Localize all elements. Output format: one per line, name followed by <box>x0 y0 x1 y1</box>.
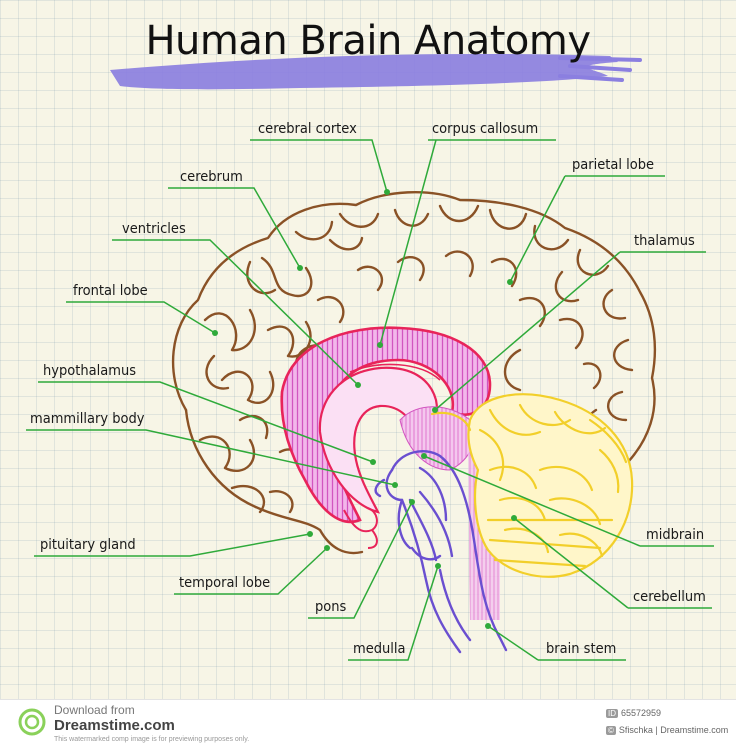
brain-stem-shape <box>374 450 508 654</box>
label-pons: pons <box>315 599 347 615</box>
label-hypothalamus: hypothalamus <box>43 363 137 379</box>
author-credit: ©Sfischka | Dreamstime.com <box>606 725 729 736</box>
label-cerebrum: cerebrum <box>180 169 243 185</box>
cerebrum-outline <box>171 191 657 555</box>
author-name: Sfischka | Dreamstime.com <box>618 725 729 735</box>
id-badge: ID <box>606 709 618 719</box>
cerebellum-shape <box>430 393 634 578</box>
page-title: Human Brain Anatomy <box>145 18 591 64</box>
pointer-lines <box>26 139 714 661</box>
label-brain-stem: brain stem <box>546 641 617 657</box>
label-medulla: medulla <box>353 641 406 657</box>
label-ventricles: ventricles <box>122 221 186 237</box>
watermark-footer: Download from Dreamstime.com This waterm… <box>0 699 736 750</box>
label-parietal-lobe: parietal lobe <box>572 157 655 173</box>
disclaimer-text: This watermarked comp image is for previ… <box>54 736 250 743</box>
label-corpus-callosum: corpus callosum <box>432 121 539 137</box>
dreamstime-logo-icon <box>18 708 46 736</box>
author-badge: © <box>606 726 616 736</box>
label-thalamus: thalamus <box>634 233 695 249</box>
pointer-dots <box>212 189 517 629</box>
label-midbrain: midbrain <box>646 527 705 543</box>
label-mammillary-body: mammillary body <box>30 411 145 427</box>
id-number: 65572959 <box>621 708 662 718</box>
label-cerebral-cortex: cerebral cortex <box>258 121 357 137</box>
site-name: Dreamstime.com <box>54 717 175 734</box>
label-pituitary-gland: pituitary gland <box>40 537 136 553</box>
title-highlight <box>110 53 642 90</box>
pituitary-shape <box>343 507 378 549</box>
label-frontal-lobe: frontal lobe <box>73 283 148 299</box>
download-from-text: Download from <box>54 703 135 717</box>
label-cerebellum: cerebellum <box>633 589 706 605</box>
label-temporal-lobe: temporal lobe <box>179 575 271 591</box>
